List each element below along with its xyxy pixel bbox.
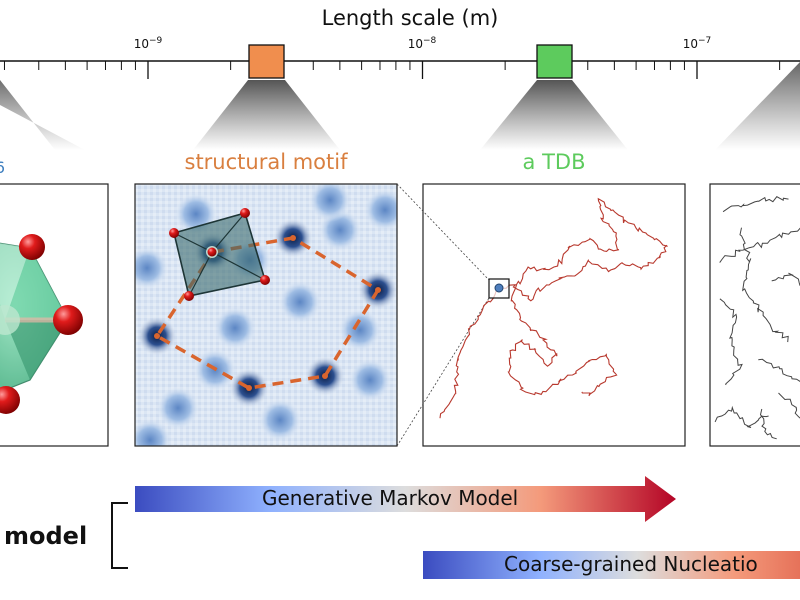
density-blob [135, 246, 169, 290]
density-blob [213, 306, 257, 350]
cone-right [715, 62, 800, 150]
coarse-grained-label: Coarse-grained Nucleatio [504, 552, 758, 576]
motif-vertex [154, 333, 160, 339]
scale-marker-tdb [536, 44, 573, 79]
density-blob [135, 418, 172, 446]
motif-vertex [322, 373, 328, 379]
model-bracket [111, 502, 128, 569]
axis-title: Length scale (m) [321, 6, 499, 30]
generative-markov-arrow [135, 476, 676, 522]
cone-motif [193, 80, 340, 150]
boundary-network [714, 196, 800, 440]
density-blob [338, 308, 382, 352]
panel-tdb-frame [422, 183, 686, 447]
density-blob [308, 184, 352, 222]
network-segment [778, 392, 800, 419]
density-blob [278, 280, 322, 324]
network-segment [758, 358, 800, 382]
panel-left-title-fragment: 6 [0, 158, 5, 177]
motif-vertex [375, 287, 381, 293]
density-map [135, 184, 397, 446]
network-segment [719, 227, 800, 263]
generative-markov-label: Generative Markov Model [262, 486, 519, 510]
panel-motif-title: structural motif [184, 150, 348, 174]
network-segment [714, 405, 769, 428]
motif-vertex [290, 235, 296, 241]
network-segment [759, 408, 777, 440]
scale-marker-structural-motif [248, 44, 285, 79]
panel-motif-frame [134, 183, 398, 447]
tick-label-1e-7: 10−7 [682, 36, 712, 51]
cone-tdb [480, 80, 628, 150]
density-blob [156, 386, 200, 430]
motif-vertex [246, 385, 252, 391]
tick-label-1e-9: 10−9 [133, 36, 163, 51]
density-blob [348, 358, 392, 402]
network-segment [719, 298, 743, 386]
density-blob [363, 188, 397, 232]
tick-label-1e-8: 10−8 [407, 36, 437, 51]
network-segment [722, 196, 789, 213]
density-blob [258, 398, 302, 442]
cone-left [0, 80, 85, 150]
network-segment [739, 227, 789, 343]
model-label: model [4, 522, 88, 550]
tdb-boundary-trace [439, 197, 668, 419]
network-segment [771, 272, 800, 286]
panel-tdb-title: a TDB [522, 150, 586, 174]
panel-right-frame [709, 183, 800, 447]
coarse-grained-bar [423, 551, 800, 579]
polyhedron-illustration [0, 234, 83, 414]
